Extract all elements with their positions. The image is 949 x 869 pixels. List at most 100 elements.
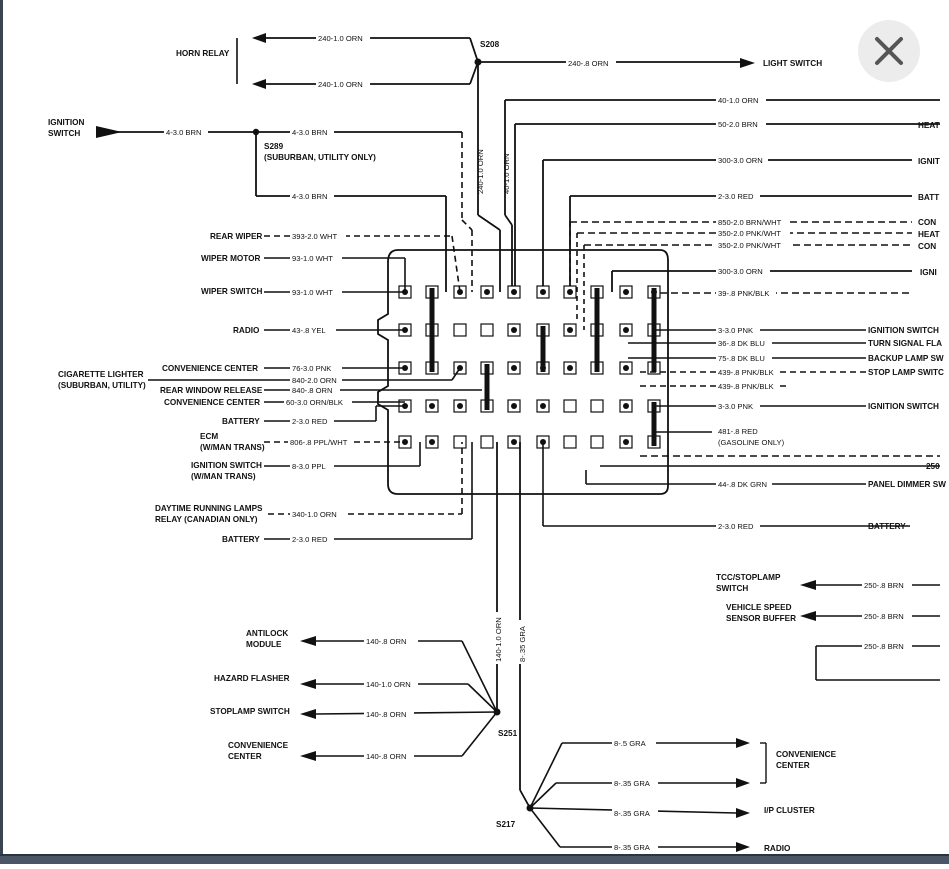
terminal-pin — [623, 365, 629, 371]
s217-fanout: S217 8-.5 GRA 8-.35 GRA CONVENIENCE CENT… — [496, 738, 837, 853]
left-row-wire-1: 93-1.0 WHT — [292, 254, 333, 263]
fuse-terminal — [590, 399, 604, 413]
fuse-terminal — [563, 435, 577, 449]
fuse-terminals — [398, 285, 661, 449]
right-row-label-8: PANEL DIMMER SW — [868, 480, 946, 489]
right-side-rows: 3-3.0 PNK IGNITION SWITCH 36-.8 DK BLU T… — [542, 325, 946, 531]
terminal-pin — [511, 289, 517, 295]
s289-note: (SUBURBAN, UTILITY ONLY) — [264, 153, 376, 162]
terminal-pin — [457, 403, 463, 409]
fuse-terminal — [563, 399, 577, 413]
right-top-wire-8: 39-.8 PNK/BLK — [718, 289, 770, 298]
horn-arrow-top-icon — [252, 33, 266, 43]
left-row-label-2: WIPER SWITCH — [201, 287, 262, 296]
left-row-wire-5: 840-2.0 ORN — [292, 376, 337, 385]
close-icon — [875, 37, 903, 65]
right-row-wire-2: 75-.8 DK BLU — [718, 354, 765, 363]
light-switch-label: LIGHT SWITCH — [763, 59, 822, 68]
right-top-label-2: IGNIT — [918, 157, 940, 166]
terminal-pin — [623, 439, 629, 445]
right-row-wire-4: 439-.8 PNK/BLK — [718, 382, 774, 391]
right-top-label-1: HEAT — [918, 121, 940, 130]
fuse-terminal — [590, 435, 604, 449]
right-top-label-5: HEAT — [918, 230, 940, 239]
left-row-label-1: WIPER MOTOR — [201, 254, 261, 263]
right-top-wire-7: 300-3.0 ORN — [718, 267, 763, 276]
viewer-frame-bottom — [0, 856, 949, 864]
v-wire-240: 240-1.0 ORN — [476, 149, 485, 194]
vertical-feeds: 240-1.0 ORN 40-1.0 ORN 40-1.0 ORN — [476, 95, 940, 292]
left-row-label-15: BATTERY — [222, 535, 260, 544]
left-row-wire-13: 340-1.0 ORN — [292, 510, 337, 519]
s217-wire-3: 8-.35 GRA — [614, 843, 651, 852]
lower-left-label-3b: CENTER — [228, 752, 262, 761]
lower-right-group: TCC/STOPLAMP SWITCH 250-.8 BRN VEHICLE S… — [716, 573, 940, 681]
fuse-bar — [484, 364, 490, 410]
lower-left-label-3a: CONVENIENCE — [228, 741, 289, 750]
ip-cluster-label: I/P CLUSTER — [764, 806, 815, 815]
s217-arrow-3-icon — [736, 842, 750, 852]
lower-right-wire-1: 250-.8 BRN — [864, 612, 904, 621]
close-button[interactable] — [858, 20, 920, 82]
ignition-switch-label-1: IGNITION — [48, 118, 84, 127]
left-row-label-6: REAR WINDOW RELEASE — [160, 386, 263, 395]
viewer-frame-left — [0, 0, 3, 864]
fuse-block — [377, 249, 669, 495]
s208-out-wire: 240-.8 ORN — [568, 59, 609, 68]
terminal-pin — [457, 289, 463, 295]
lower-right-wire-2: 250-.8 BRN — [864, 642, 904, 651]
horn-wire-top-label: 240-1.0 ORN — [318, 34, 363, 43]
left-row-label-8: BATTERY — [222, 417, 260, 426]
hazard-arrow-icon — [300, 679, 316, 689]
s217-label: S217 — [496, 820, 516, 829]
right-top-wire-0: 40-1.0 ORN — [718, 96, 759, 105]
left-side-rows: REAR WIPER 393-2.0 WHT WIPER MOTOR 93-1.… — [58, 231, 482, 544]
terminal-pin — [511, 403, 517, 409]
fuse-terminal — [480, 323, 494, 337]
terminal-pin — [623, 289, 629, 295]
s251-fanout: S251 ANTILOCK MODULE 140-.8 ORN HAZARD F… — [210, 629, 518, 761]
s217-wire-2: 8-.35 GRA — [614, 809, 651, 818]
ign-wire-label: 4-3.0 BRN — [166, 128, 201, 137]
lower-left-label-1: HAZARD FLASHER — [214, 674, 290, 683]
left-row-label-0: REAR WIPER — [210, 232, 262, 241]
right-top-label-3: BATT — [918, 193, 939, 202]
s289-label: S289 — [264, 142, 284, 151]
v-wire-8: 8-.35 GRA — [518, 625, 527, 662]
right-row-label-1: TURN SIGNAL FLA — [868, 339, 942, 348]
lower-left-label-0a: ANTILOCK — [246, 629, 288, 638]
right-row-label-9: BATTERY — [868, 522, 906, 531]
right-row-label-2: BACKUP LAMP SW — [868, 354, 944, 363]
s208-label: S208 — [480, 40, 500, 49]
terminal-pin — [567, 289, 573, 295]
lower-right-label-0a: TCC/STOPLAMP — [716, 573, 781, 582]
left-row-wire-3: 43-.8 YEL — [292, 326, 326, 335]
right-top-label-4: CON — [918, 218, 936, 227]
fuse-bar — [540, 326, 546, 372]
antilock-arrow-icon — [300, 636, 316, 646]
terminal-pin — [540, 403, 546, 409]
fuse-bar — [429, 288, 435, 372]
tcc-arrow-icon — [800, 580, 816, 590]
viewer-frame-bottom-line — [0, 854, 949, 856]
s217-arrow-2-icon — [736, 808, 750, 818]
left-row-wire-8: 2-3.0 RED — [292, 417, 328, 426]
fuse-bar — [651, 402, 657, 446]
right-top-wire-4: 850-2.0 BRN/WHT — [718, 218, 782, 227]
s289-out-wire: 4-3.0 BRN — [292, 192, 327, 201]
left-row-label-11: IGNITION SWITCH — [191, 461, 262, 470]
terminal-pin — [429, 439, 435, 445]
right-top-outputs: 50-2.0 BRN HEAT 300-3.0 ORN IGNIT 2-3.0 … — [514, 119, 940, 330]
right-row-wire-8: 44-.8 DK GRN — [718, 480, 767, 489]
left-row-wire-0: 393-2.0 WHT — [292, 232, 338, 241]
fuse-terminal — [453, 323, 467, 337]
left-row-wire-2: 93-1.0 WHT — [292, 288, 333, 297]
lower-verticals: 140-1.0 ORN 8-.35 GRA — [490, 442, 531, 809]
s217-arrow-0-icon — [736, 738, 750, 748]
conv-center-right-1: CONVENIENCE — [776, 750, 837, 759]
right-top-label-6: CON — [918, 242, 936, 251]
lower-left-wire-1: 140-1.0 ORN — [366, 680, 411, 689]
conv-center-right-2: CENTER — [776, 761, 810, 770]
